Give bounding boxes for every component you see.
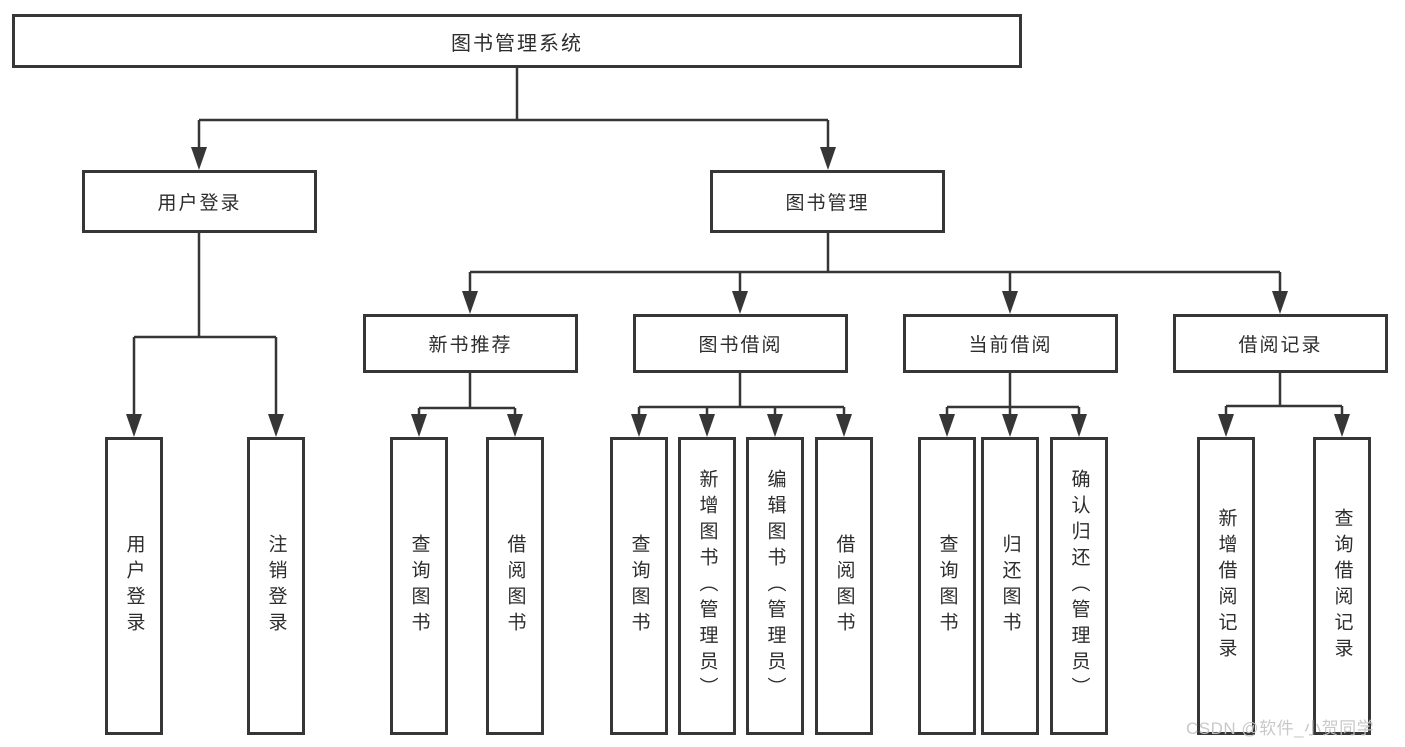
arrowhead-icon [631, 414, 647, 437]
arrowhead-icon [767, 414, 783, 437]
connector-records [1224, 373, 1344, 414]
connector-current [945, 373, 1081, 414]
arrowhead-icon [939, 414, 955, 437]
connector-borrow [637, 373, 846, 414]
arrowhead-icon [1272, 291, 1288, 314]
leaf-return-books: 归还图书 [981, 437, 1039, 735]
node-current-borrow: 当前借阅 [903, 314, 1118, 373]
connector-root [197, 68, 830, 148]
arrowhead-icon [191, 147, 207, 170]
leaf-borrow-books-2: 借阅图书 [815, 437, 873, 735]
node-root-system: 图书管理系统 [12, 14, 1022, 68]
leaf-edit-books-admin: 编辑图书（管理员） [746, 437, 804, 735]
node-user-login: 用户登录 [82, 170, 317, 233]
arrowhead-icon [1002, 291, 1018, 314]
leaf-query-books: 查询图书 [390, 437, 448, 735]
node-borrow-records: 借阅记录 [1173, 314, 1388, 373]
arrowhead-icon [836, 414, 852, 437]
connector-user-login [132, 233, 278, 414]
leaf-add-borrow-record: 新增借阅记录 [1197, 437, 1255, 735]
watermark: CSDN @软件_小贺同学 [1186, 719, 1375, 738]
leaf-borrow-books: 借阅图书 [486, 437, 544, 735]
arrowhead-icon [1218, 414, 1234, 437]
arrowhead-icon [1334, 414, 1350, 437]
arrowhead-icon [820, 147, 836, 170]
leaf-add-books-admin: 新增图书（管理员） [678, 437, 736, 735]
leaf-query-books-2: 查询图书 [610, 437, 668, 735]
leaf-query-books-3: 查询图书 [918, 437, 976, 735]
arrowhead-icon [1002, 414, 1018, 437]
arrowhead-icon [1071, 414, 1087, 437]
node-book-management: 图书管理 [710, 170, 945, 233]
leaf-confirm-return-admin: 确认归还（管理员） [1050, 437, 1108, 735]
node-new-book-recommend: 新书推荐 [363, 314, 578, 373]
arrowhead-icon [507, 414, 523, 437]
node-book-borrow: 图书借阅 [633, 314, 848, 373]
arrowhead-icon [732, 291, 748, 314]
arrowhead-icon [699, 414, 715, 437]
connector-new-book [417, 373, 517, 414]
arrowhead-icon [126, 414, 142, 437]
leaf-logout: 注销登录 [247, 437, 305, 735]
leaf-user-login: 用户登录 [105, 437, 163, 735]
arrowhead-icon [268, 414, 284, 437]
arrowhead-icon [411, 414, 427, 437]
arrowhead-icon [462, 291, 478, 314]
leaf-query-borrow-record: 查询借阅记录 [1313, 437, 1371, 735]
connector-book-mgmt [468, 233, 1282, 291]
